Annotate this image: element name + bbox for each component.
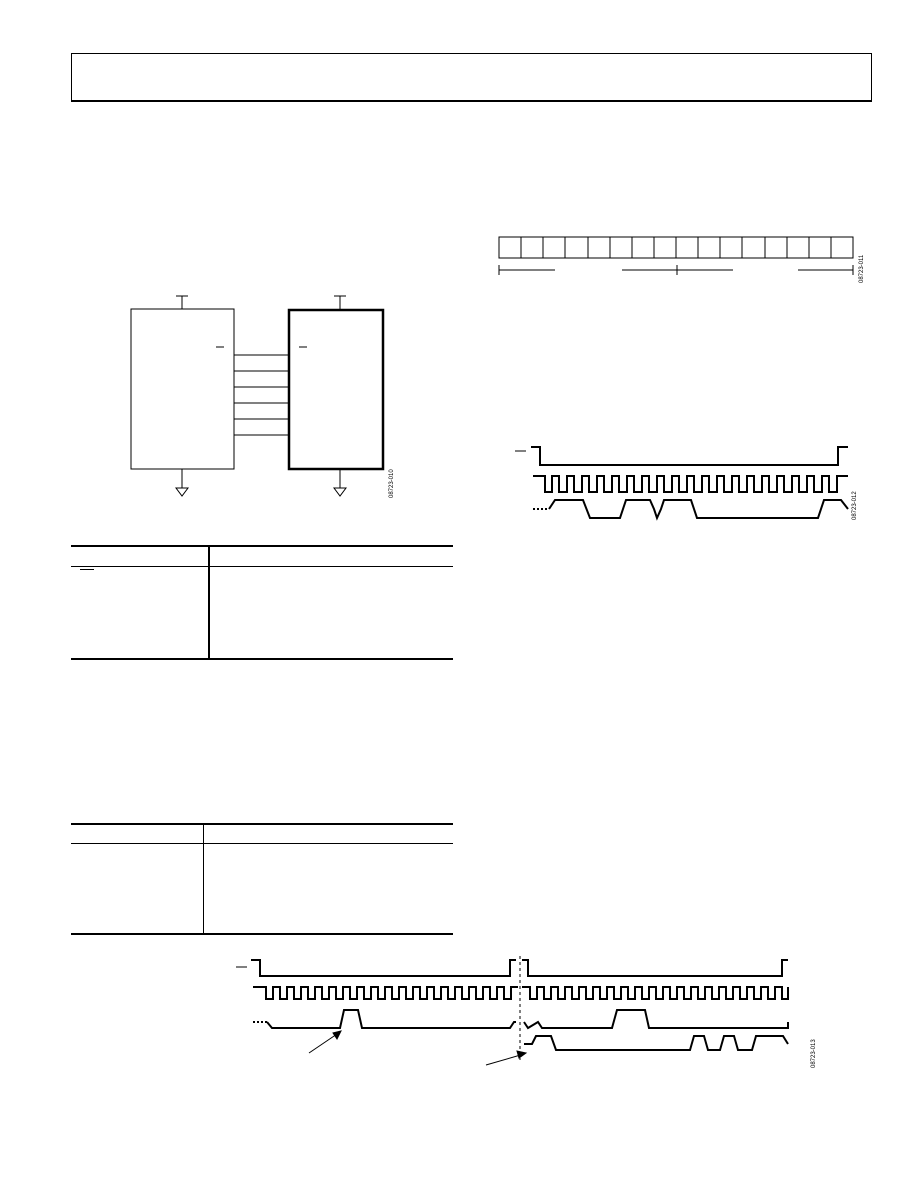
table-1-bottom-rule [71, 658, 453, 660]
cs-waveform-left [251, 959, 516, 977]
table-1-column-rule [208, 545, 210, 660]
table-1-header-rule [71, 566, 453, 567]
arrow-pointer-2 [485, 1053, 525, 1066]
table-2-column-rule [203, 823, 204, 935]
cs-waveform [531, 446, 848, 466]
sclk-waveform-left [253, 986, 518, 1000]
dout-waveform [548, 499, 849, 521]
din-waveform-right [523, 1009, 789, 1030]
dout-waveform-right [524, 1035, 789, 1051]
sclk-waveform [533, 475, 848, 493]
right-ic-block [287, 308, 385, 471]
sclk-waveform-right [522, 986, 789, 1000]
table-2-top-rule [71, 823, 453, 825]
din-waveform-left [266, 1009, 516, 1029]
cs-waveform-right [522, 959, 788, 977]
table-2-header-rule [71, 843, 453, 844]
table-1-overbar [80, 569, 94, 570]
figure-id-daisy-timing: 08723-013 [811, 1039, 817, 1068]
table-2-bottom-rule [71, 933, 453, 935]
page-header-box [71, 53, 872, 102]
table-1-top-rule [71, 545, 453, 547]
